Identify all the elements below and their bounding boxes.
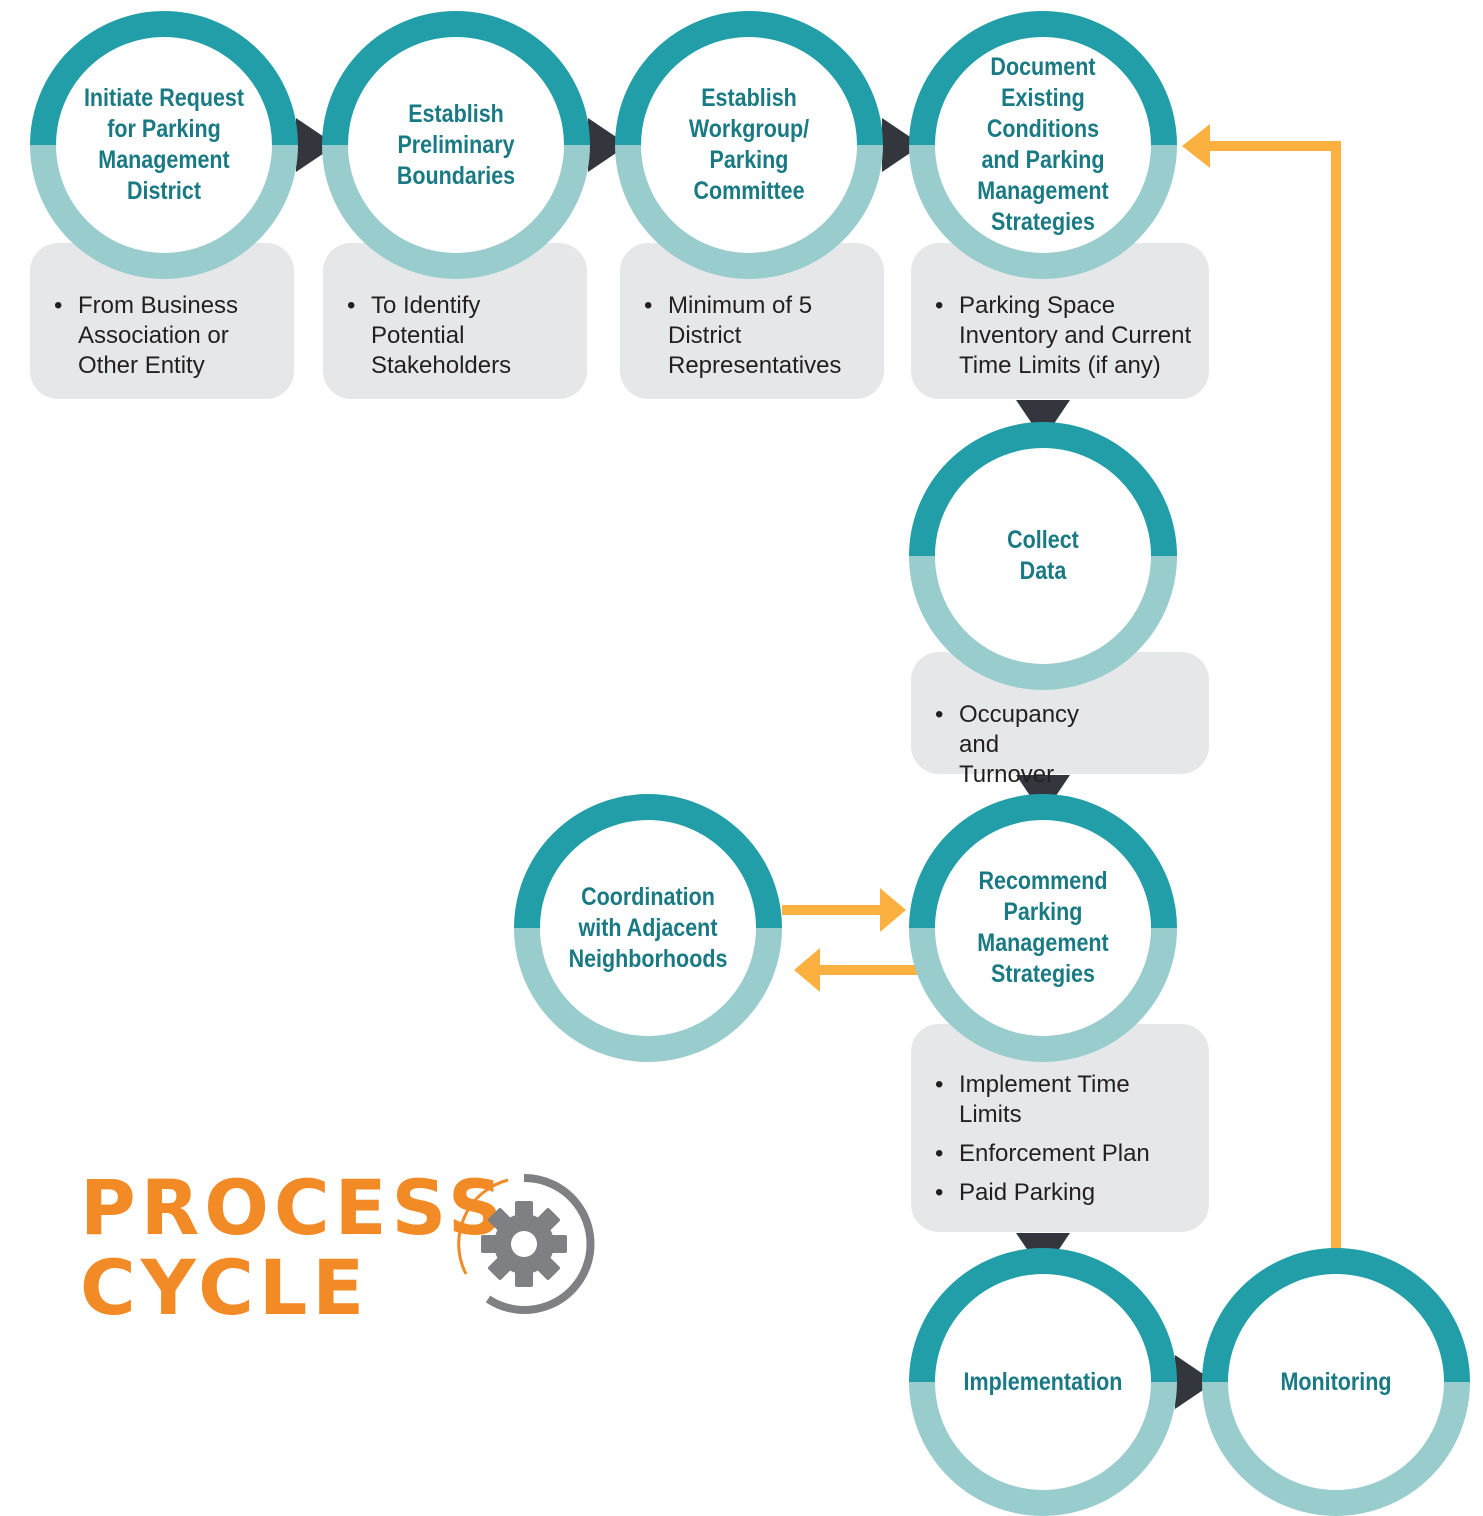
note-item: Implement Time Limits: [933, 1070, 1199, 1130]
step-coordination: Coordination with Adjacent Neighborhoods: [514, 794, 782, 1062]
note-item: Enforcement Plan: [933, 1139, 1199, 1169]
step-establish-boundaries: Establish Preliminary Boundaries: [322, 11, 590, 279]
step-monitoring: Monitoring: [1202, 1248, 1470, 1516]
arrow-implementation-to-monitoring: [1175, 1355, 1215, 1409]
step-implementation: Implementation: [909, 1248, 1177, 1516]
step-ring: [909, 794, 1177, 1062]
step-label: Establish Preliminary Boundaries: [396, 99, 516, 190]
step-ring: [1202, 1248, 1470, 1516]
step-label: Monitoring: [1280, 1367, 1392, 1396]
arrow-step4-to-step5: [1016, 400, 1070, 440]
note-item: Minimum of 5 District Representatives: [642, 291, 868, 381]
note-box-step6: Implement Time Limits Enforcement Plan P…: [911, 1024, 1209, 1232]
step-label: Recommend Parking Management Strategies: [977, 867, 1109, 988]
step-ring: [514, 794, 782, 1062]
step-establish-workgroup: Establish Workgroup/ Parking Committee: [615, 11, 883, 279]
arrow-monitoring-feedback-loop: [1182, 124, 1341, 1250]
title-line-1: PROCESS: [80, 1163, 508, 1252]
note-item: Parking Space Inventory and Current Time…: [933, 291, 1203, 381]
arrow-recommend-to-coordination: [794, 948, 918, 992]
note-item: From Business Association or Other Entit…: [52, 291, 278, 381]
step-label: Initiate Request for Parking Management …: [83, 84, 245, 205]
step-initiate-request: Initiate Request for Parking Management …: [30, 11, 298, 279]
step-ring: [30, 11, 298, 279]
arrow-step2-to-step3: [588, 118, 628, 172]
gear-icon: [457, 1173, 595, 1314]
step-ring: [322, 11, 590, 279]
note-item: Occupancy and Turnover: [933, 700, 1089, 790]
step-label: Document Existing Conditions and Parking…: [977, 53, 1109, 236]
note-box-step1: From Business Association or Other Entit…: [30, 243, 294, 399]
step-label: Establish Workgroup/ Parking Committee: [688, 84, 810, 205]
arrow-coordination-to-recommend: [782, 888, 906, 932]
step-recommend-strategies: Recommend Parking Management Strategies: [909, 794, 1177, 1062]
step-ring: [909, 11, 1177, 279]
step-collect-data: Collect Data: [909, 422, 1177, 690]
title-line-2: CYCLE: [80, 1243, 370, 1332]
step-label: Implementation: [963, 1367, 1123, 1396]
step-ring: [909, 1248, 1177, 1516]
page-title: PROCESS CYCLE: [80, 1168, 508, 1328]
step-ring: [615, 11, 883, 279]
step-document-conditions: Document Existing Conditions and Parking…: [909, 11, 1177, 279]
arrow-step1-to-step2: [296, 118, 336, 172]
arrow-step3-to-step4: [882, 118, 922, 172]
note-item: Paid Parking: [933, 1178, 1199, 1208]
note-item: To Identify Potential Stakeholders: [345, 291, 571, 381]
step-label: Coordination with Adjacent Neighborhoods: [568, 882, 728, 973]
step-label: Collect Data: [1007, 526, 1079, 585]
step-ring: [909, 422, 1177, 690]
